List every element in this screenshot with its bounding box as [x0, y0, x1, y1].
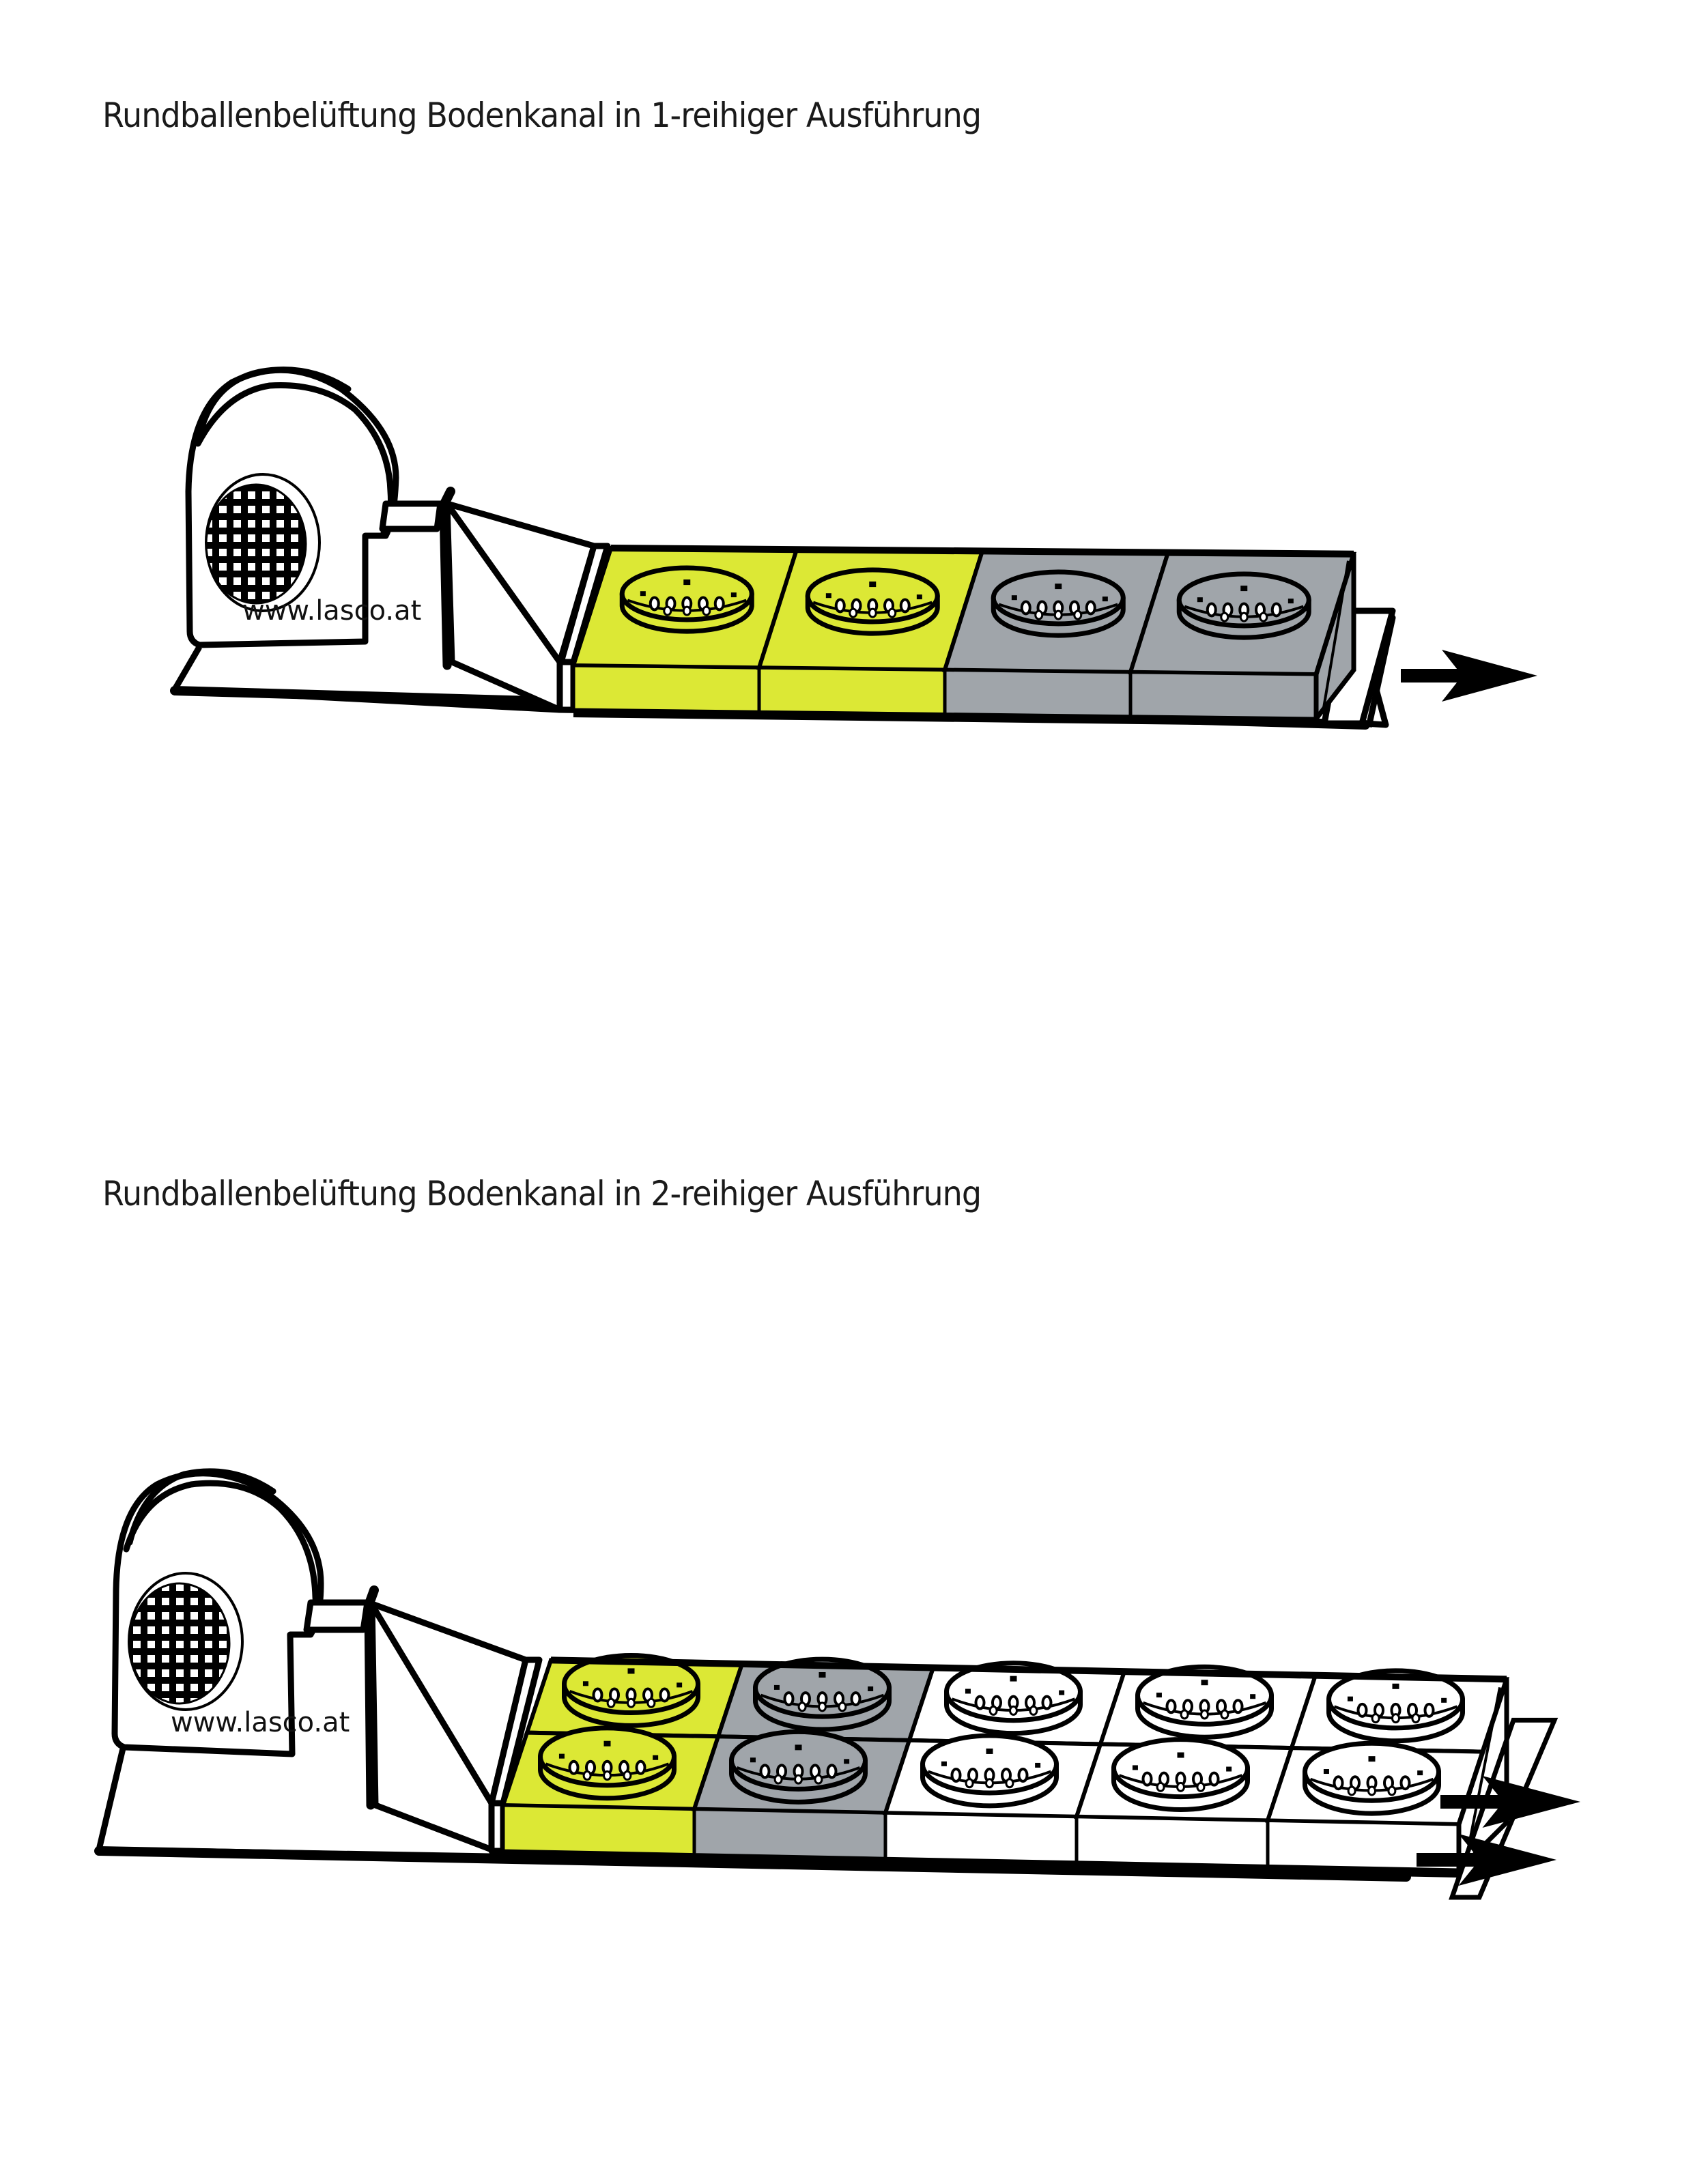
air-outlet-disc [920, 1733, 1059, 1809]
fan-brand-label: www.lasco.at [242, 595, 421, 627]
air-outlet-disc [1111, 1737, 1250, 1813]
duct-column [1073, 1664, 1319, 1868]
duct-segment [756, 547, 986, 717]
transition-duct [364, 1585, 543, 1854]
air-outlet-disc [538, 1725, 677, 1801]
air-outlet-disc [805, 567, 940, 636]
duct-segment [570, 546, 800, 714]
diagram-one-row: www.lasco.at [170, 367, 1537, 730]
duct-segment [941, 549, 1171, 719]
fan-housing: www.lasco.at [111, 1468, 371, 1757]
diagram-two-row: www.lasco.at [94, 1468, 1580, 1900]
duct-column [691, 1656, 937, 1860]
air-outlet-disc [1135, 1664, 1274, 1740]
air-outlet-disc [944, 1661, 1083, 1736]
air-outlet-disc [729, 1729, 868, 1805]
air-outlet-disc [1176, 571, 1311, 640]
duct-column [500, 1653, 745, 1857]
air-outlet-disc [991, 569, 1126, 638]
airflow-arrow-icon [1417, 1834, 1556, 1886]
fan-grille [205, 483, 307, 605]
airflow-arrow-icon [1440, 1776, 1580, 1828]
air-outlet-disc [562, 1653, 700, 1728]
transition-duct [439, 487, 611, 713]
duct-column [882, 1661, 1128, 1865]
air-outlet-disc [1326, 1668, 1465, 1744]
duct-column [1264, 1668, 1510, 1872]
title-one-row: Rundballenbelüftung Bodenkanal in 1-reih… [102, 96, 982, 135]
title-two-row: Rundballenbelüftung Bodenkanal in 2-reih… [102, 1174, 982, 1213]
air-outlet-disc [753, 1656, 892, 1732]
air-outlet-disc [1303, 1740, 1441, 1816]
airflow-arrow-icon [1401, 650, 1537, 702]
fan-housing: www.lasco.at [185, 367, 444, 648]
air-outlet-disc [619, 565, 754, 634]
fan-grille [128, 1582, 231, 1705]
fan-brand-label: www.lasco.at [171, 1707, 350, 1738]
